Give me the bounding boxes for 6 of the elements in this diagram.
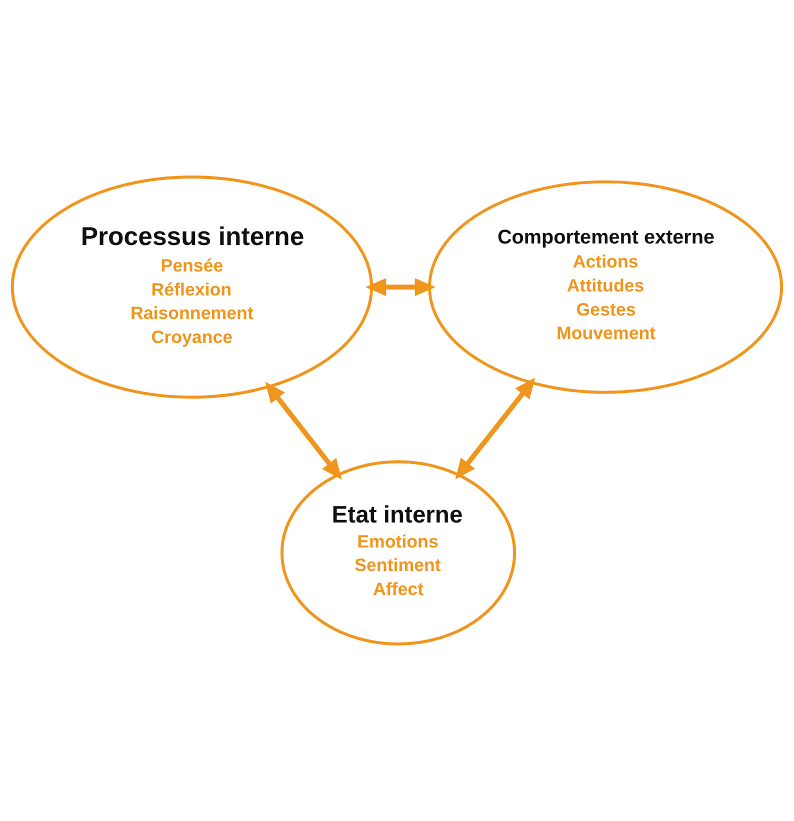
node-ellipse: Comportement externe Actions Attitudes Gestes Mouvement	[428, 180, 784, 394]
arrow	[265, 382, 342, 480]
node-ellipse: Etat interne Emotions Sentiment Affect	[280, 460, 516, 646]
arrow	[366, 278, 436, 296]
arrow	[455, 378, 536, 480]
node-ellipse: Processus interne Pensée Réflexion Raisonnement Croyance	[10, 175, 373, 399]
